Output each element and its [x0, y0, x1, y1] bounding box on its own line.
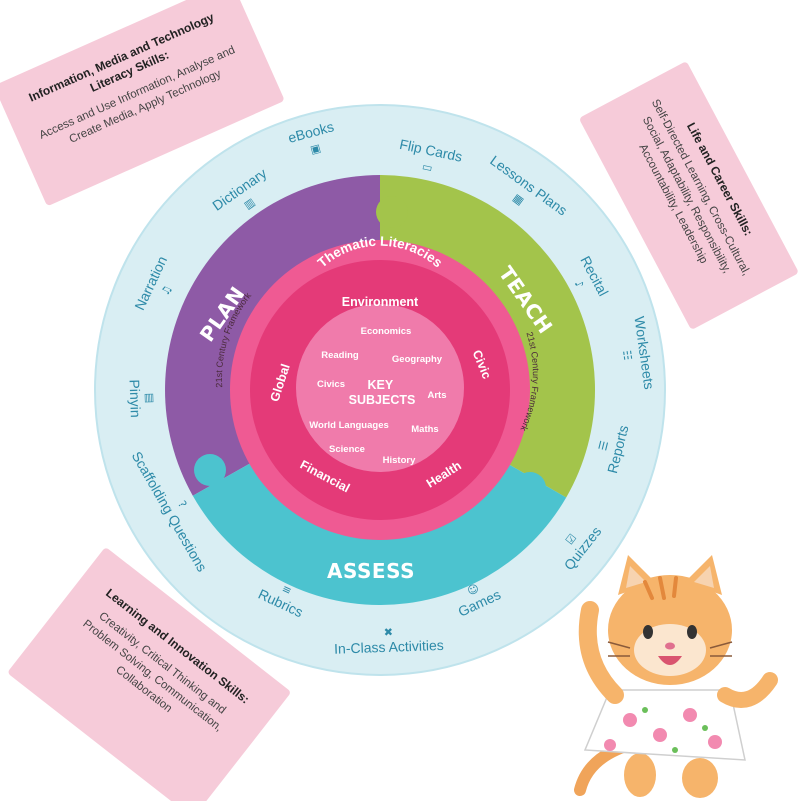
ebook-icon: ▣ [309, 141, 322, 156]
tool-label: In-Class Activities [334, 637, 444, 657]
key-subjects-core [296, 304, 464, 472]
tool-pinyin: Pinyin▤ [127, 379, 157, 418]
subject-arts: Arts [427, 390, 446, 401]
subject-history: History [383, 455, 416, 466]
learning-innovation-skills-box: Learning and Innovation Skills: Creativi… [8, 548, 290, 801]
subject-maths: Maths [411, 424, 438, 435]
assess-label: ASSESS [327, 559, 415, 583]
subject-reading: Reading [321, 350, 359, 361]
pinyin-icon: ▤ [143, 393, 156, 404]
key-subjects-title: KEY SUBJECTS [349, 378, 416, 407]
tool-label: Pinyin [127, 379, 144, 418]
plan-assess-puzzle-knob [194, 454, 226, 486]
life-career-skills-box: Life and Career Skills: Self-Directed Le… [580, 62, 798, 329]
subject-science: Science [329, 444, 365, 455]
teach-assess-puzzle-knob [514, 472, 546, 504]
subject-geography: Geography [392, 354, 443, 365]
cat-mascot [574, 555, 778, 798]
subject-economics: Economics [361, 326, 412, 337]
worksheet-icon: ☷ [620, 349, 634, 361]
report-icon: ☰ [596, 439, 611, 452]
plan-teach-puzzle-knob [376, 196, 408, 228]
activity-icon: ✖ [384, 626, 394, 639]
tool-in-class-activities: In-Class Activities✖ [334, 626, 444, 657]
subject-civics: Civics [317, 379, 345, 390]
literacy-environment: Environment [342, 295, 419, 309]
flip-card-icon: ▭ [421, 160, 434, 175]
subject-world-languages: World Languages [309, 420, 389, 431]
question-icon: ? [175, 498, 189, 510]
game-icon: ☺ [465, 582, 481, 599]
